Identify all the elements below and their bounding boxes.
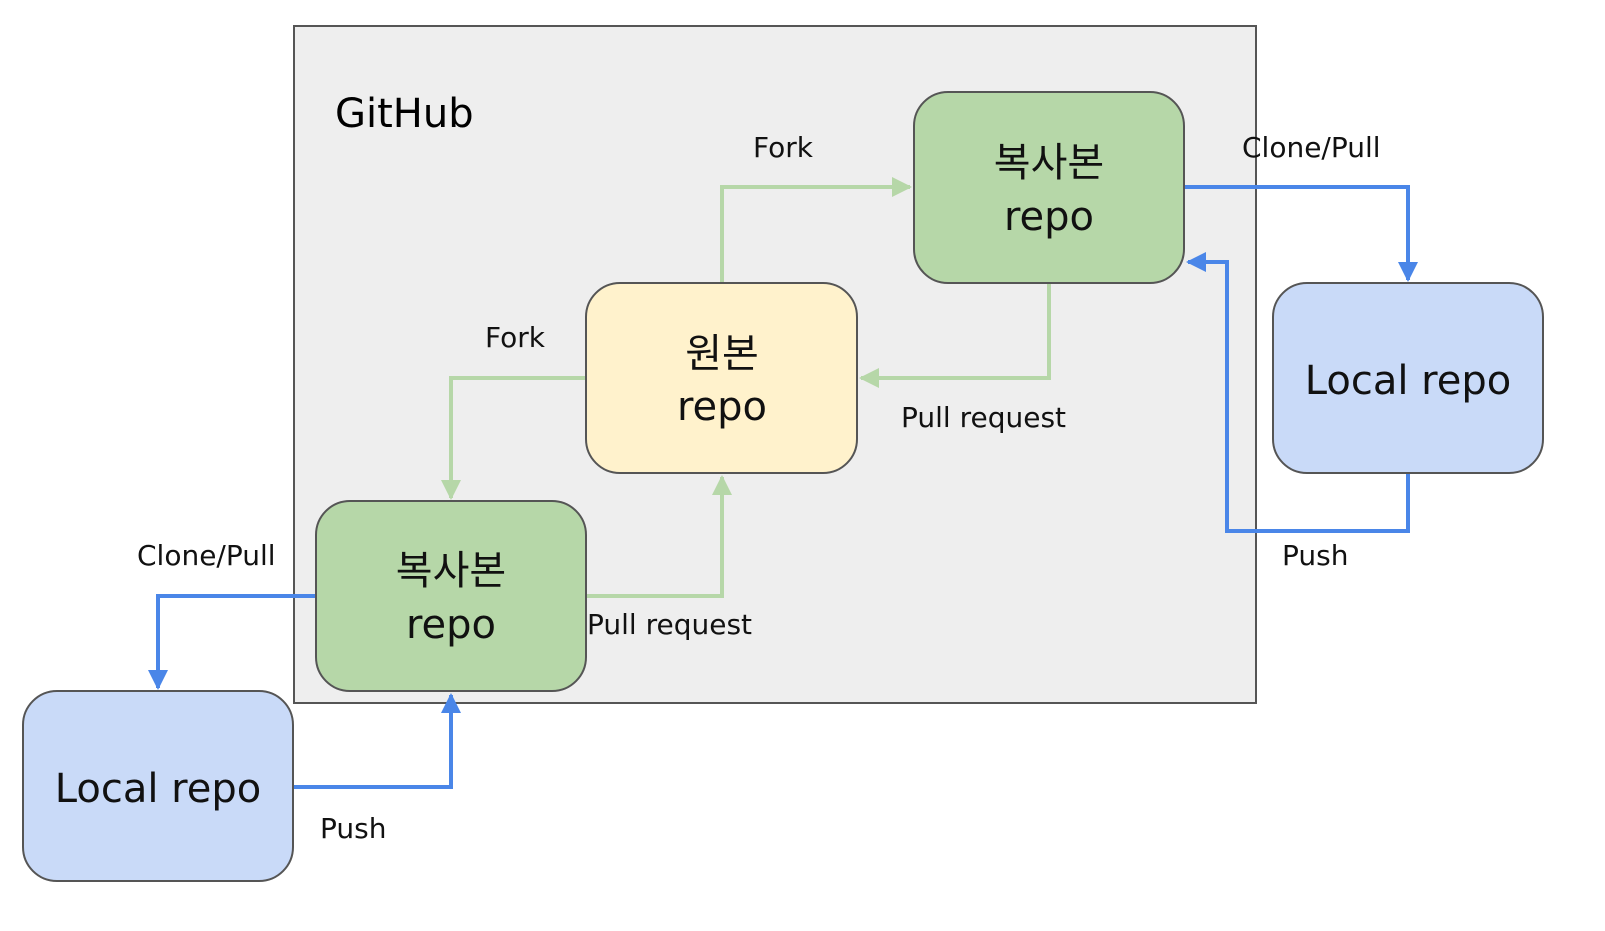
edge-fork-to-bottom: [441, 376, 586, 500]
edge-push-right: [1186, 252, 1410, 533]
edge-push-left: [294, 693, 461, 789]
label-pr-bottom: Pull request: [587, 608, 752, 641]
label-pr-top: Pull request: [901, 401, 1066, 434]
blue-edges: [148, 185, 1418, 789]
label-clone-left: Clone/Pull: [137, 539, 276, 572]
local-repo-right-box: [1272, 282, 1544, 474]
origin-repo-box: [585, 282, 858, 474]
origin-repo: 원본 repo: [585, 282, 858, 474]
local-repo-right-label: Local repo: [1305, 358, 1511, 404]
fork-repo-top-line1: 복사본: [994, 140, 1104, 186]
edge-pr-top-to-origin: [859, 283, 1051, 388]
origin-repo-line2: repo: [677, 384, 767, 430]
label-clone-right: Clone/Pull: [1242, 131, 1381, 164]
label-push-right: Push: [1282, 539, 1348, 572]
local-repo-left: Local repo: [22, 690, 294, 882]
fork-repo-top-line2: repo: [1004, 194, 1094, 240]
label-push-left: Push: [320, 812, 386, 845]
label-fork-top: Fork: [753, 131, 814, 164]
edge-pr-bottom-to-origin: [586, 475, 732, 598]
edge-fork-to-top: [720, 177, 912, 283]
origin-repo-line1: 원본: [685, 331, 759, 377]
fork-repo-bottom-line1: 복사본: [396, 548, 506, 594]
local-repo-left-label: Local repo: [55, 766, 261, 812]
fork-repo-top: 복사본 repo: [913, 91, 1185, 284]
fork-repo-bottom-box: [315, 500, 587, 692]
edge-clone-right: [1184, 185, 1418, 282]
fork-repo-bottom: 복사본 repo: [315, 500, 587, 692]
edge-clone-left: [148, 594, 316, 690]
green-edges: [441, 177, 1051, 598]
fork-repo-bottom-line2: repo: [406, 602, 496, 648]
label-fork-bottom: Fork: [485, 321, 546, 354]
github-title: GitHub: [335, 91, 474, 137]
fork-repo-top-box: [913, 91, 1185, 284]
local-repo-right: Local repo: [1272, 282, 1544, 474]
local-repo-left-box: [22, 690, 294, 882]
